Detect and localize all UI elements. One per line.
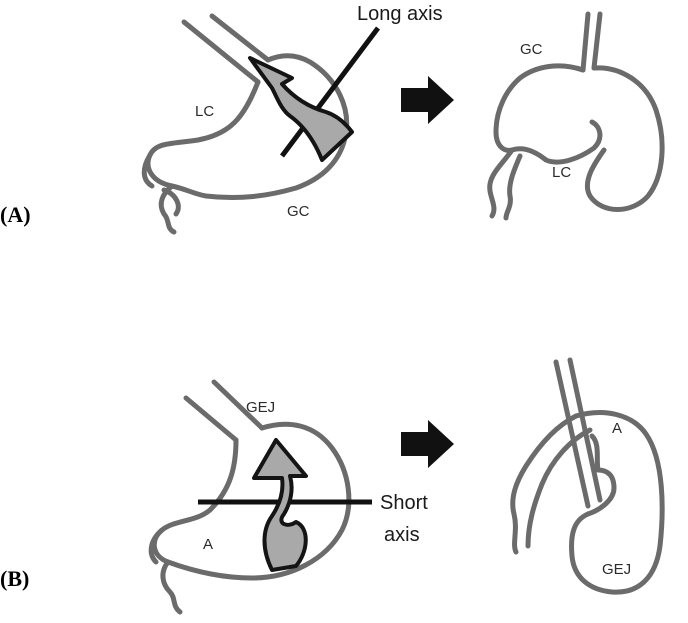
long-axis-line bbox=[280, 26, 380, 158]
label-gej-before: GEJ bbox=[246, 399, 275, 416]
label-a-before: A bbox=[203, 536, 213, 553]
label-gc-after: GC bbox=[520, 41, 543, 58]
stomach-b-before bbox=[148, 379, 352, 615]
label-gej-after: GEJ bbox=[602, 561, 631, 578]
panel-label-b: (B) bbox=[0, 566, 29, 591]
transform-arrow-icon bbox=[401, 420, 454, 468]
long-axis-label: Long axis bbox=[357, 3, 443, 25]
rotation-arrow-icon bbox=[252, 438, 308, 572]
panel-b: Short axis GEJ A A GEJ (B) bbox=[0, 357, 665, 615]
label-gc-before: GC bbox=[287, 203, 310, 220]
transform-arrow-icon bbox=[401, 76, 454, 124]
rotation-arrow-icon bbox=[248, 56, 354, 162]
stomach-b-after bbox=[510, 357, 665, 595]
label-lc-before: LC bbox=[195, 103, 214, 120]
short-axis-label-line1: Short bbox=[380, 492, 428, 514]
stomach-a-after bbox=[487, 11, 665, 221]
panel-a: Long axis LC GC GC LC (A) bbox=[0, 3, 665, 235]
short-axis-label-line2: axis bbox=[384, 524, 420, 546]
panel-label-a: (A) bbox=[0, 202, 31, 227]
label-a-after: A bbox=[612, 420, 622, 437]
stomach-a-before bbox=[141, 13, 350, 235]
label-lc-after: LC bbox=[552, 164, 571, 181]
